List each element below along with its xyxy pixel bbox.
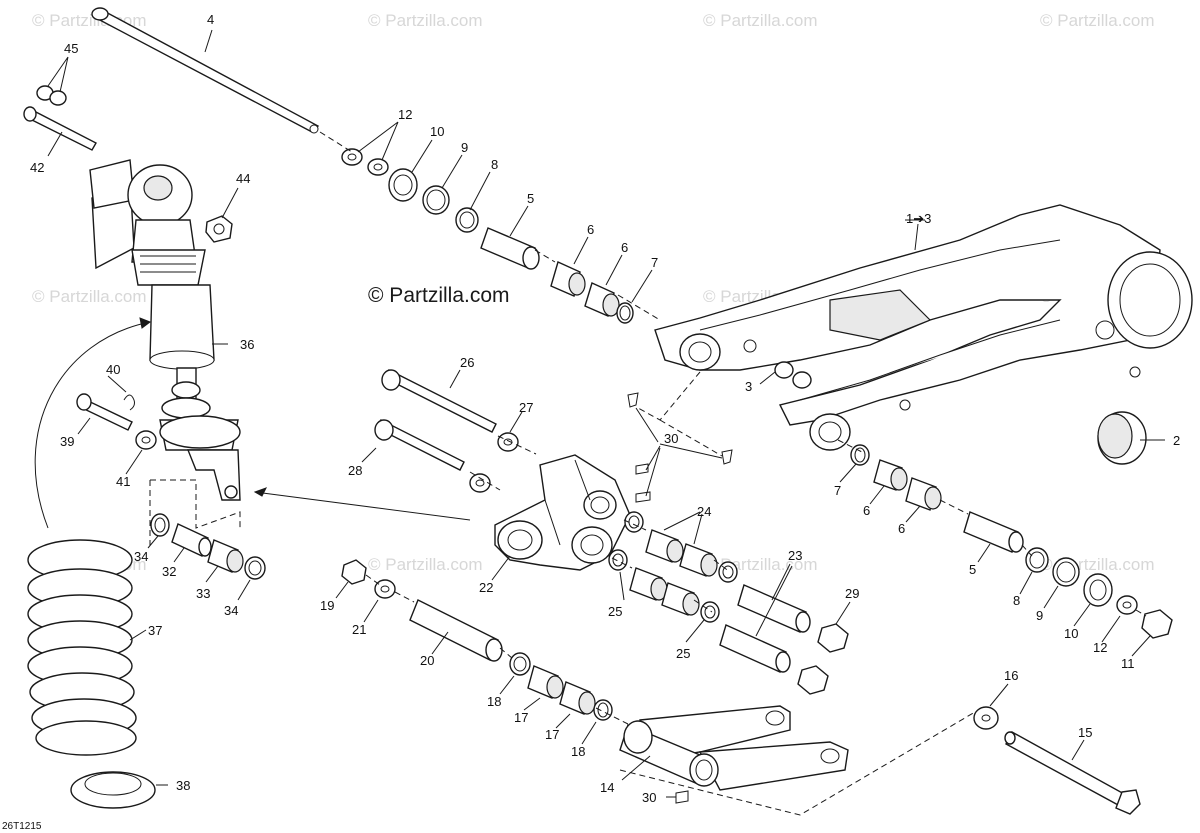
callout-6-upper-b: 6 <box>621 240 628 255</box>
callout-23: 23 <box>788 548 802 563</box>
callout-7-upper: 7 <box>651 255 658 270</box>
callout-25-b: 25 <box>676 646 690 661</box>
shock-bushing-stack <box>150 513 266 580</box>
callout-9-lower: 9 <box>1036 608 1043 623</box>
callout-18-b: 18 <box>571 744 585 759</box>
callout-19: 19 <box>320 598 334 613</box>
watermark-text: © Partzilla.com <box>368 555 483 574</box>
callout-37: 37 <box>148 623 162 638</box>
callout-24: 24 <box>697 504 711 519</box>
link-mount-bolt <box>973 706 1141 815</box>
swingarm-plugs <box>774 361 812 389</box>
watermark-main: © Partzilla.com <box>368 284 510 307</box>
rocker-bearings <box>608 511 849 695</box>
watermark-text: © Partzilla.com <box>703 11 818 30</box>
callout-3: 3 <box>745 379 752 394</box>
shock-mount-hardware <box>23 85 233 450</box>
callout-26: 26 <box>460 355 474 370</box>
upper-pivot-hardware <box>341 148 634 324</box>
callout-36: 36 <box>240 337 254 352</box>
callout-34-b: 34 <box>224 603 238 618</box>
callout-30-upper: 30 <box>664 431 678 446</box>
swingarm <box>654 204 1193 451</box>
callout-9-upper: 9 <box>461 140 468 155</box>
callout-28: 28 <box>348 463 362 478</box>
callout-labels: 4 45 42 44 12 10 9 8 5 6 6 7 1➔3 2 3 36 … <box>30 12 1180 805</box>
callout-12-upper: 12 <box>398 107 412 122</box>
pivot-shaft <box>91 7 320 134</box>
linkage-lower-hardware <box>341 559 613 721</box>
watermark-text: © Partzilla.com <box>368 11 483 30</box>
callout-1-3: 1➔3 <box>906 211 931 226</box>
callout-40: 40 <box>106 362 120 377</box>
spring-seat <box>70 771 156 809</box>
callout-20: 20 <box>420 653 434 668</box>
diagram-code: 26T1215 <box>2 821 42 832</box>
callout-41: 41 <box>116 474 130 489</box>
callout-18-a: 18 <box>487 694 501 709</box>
callout-6-lower-a: 6 <box>863 503 870 518</box>
callout-17-a: 17 <box>514 710 528 725</box>
callout-32: 32 <box>162 564 176 579</box>
callout-44: 44 <box>236 171 250 186</box>
callout-8-upper: 8 <box>491 157 498 172</box>
callout-15: 15 <box>1078 725 1092 740</box>
callout-38: 38 <box>176 778 190 793</box>
callout-7-lower: 7 <box>834 483 841 498</box>
callout-42: 42 <box>30 160 44 175</box>
callout-11: 11 <box>1121 656 1135 671</box>
callout-33: 33 <box>196 586 210 601</box>
swingarm-end-cap <box>1097 411 1147 465</box>
callout-12-lower: 12 <box>1093 640 1107 655</box>
callout-6-upper-a: 6 <box>587 222 594 237</box>
callout-21: 21 <box>352 622 366 637</box>
grease-fittings <box>627 392 733 804</box>
callout-17-b: 17 <box>545 727 559 742</box>
watermark-text: © Partzilla.com <box>1040 11 1155 30</box>
callout-2: 2 <box>1173 433 1180 448</box>
callout-14: 14 <box>600 780 614 795</box>
callout-16: 16 <box>1004 668 1018 683</box>
callout-29: 29 <box>845 586 859 601</box>
callout-45: 45 <box>64 41 78 56</box>
callout-27: 27 <box>519 400 533 415</box>
callout-39: 39 <box>60 434 74 449</box>
callout-5-upper: 5 <box>527 191 534 206</box>
callout-8-lower: 8 <box>1013 593 1020 608</box>
callout-34-a: 34 <box>134 549 148 564</box>
callout-10-upper: 10 <box>430 124 444 139</box>
rocker-link <box>494 454 631 571</box>
callout-30-lower: 30 <box>642 790 656 805</box>
tie-rod-link-arms <box>619 705 849 791</box>
watermark-text: © Partzilla.com <box>32 287 147 306</box>
leader-lines <box>34 29 1165 816</box>
callout-22: 22 <box>479 580 493 595</box>
callout-6-lower-b: 6 <box>898 521 905 536</box>
rocker-bolts <box>374 369 519 493</box>
rear-shock-absorber <box>89 159 241 501</box>
callout-25-a: 25 <box>608 604 622 619</box>
callout-10-lower: 10 <box>1064 626 1078 641</box>
callout-4: 4 <box>207 12 214 27</box>
shock-spring <box>27 539 137 756</box>
lower-pivot-hardware <box>850 444 1173 639</box>
callout-5-lower: 5 <box>969 562 976 577</box>
